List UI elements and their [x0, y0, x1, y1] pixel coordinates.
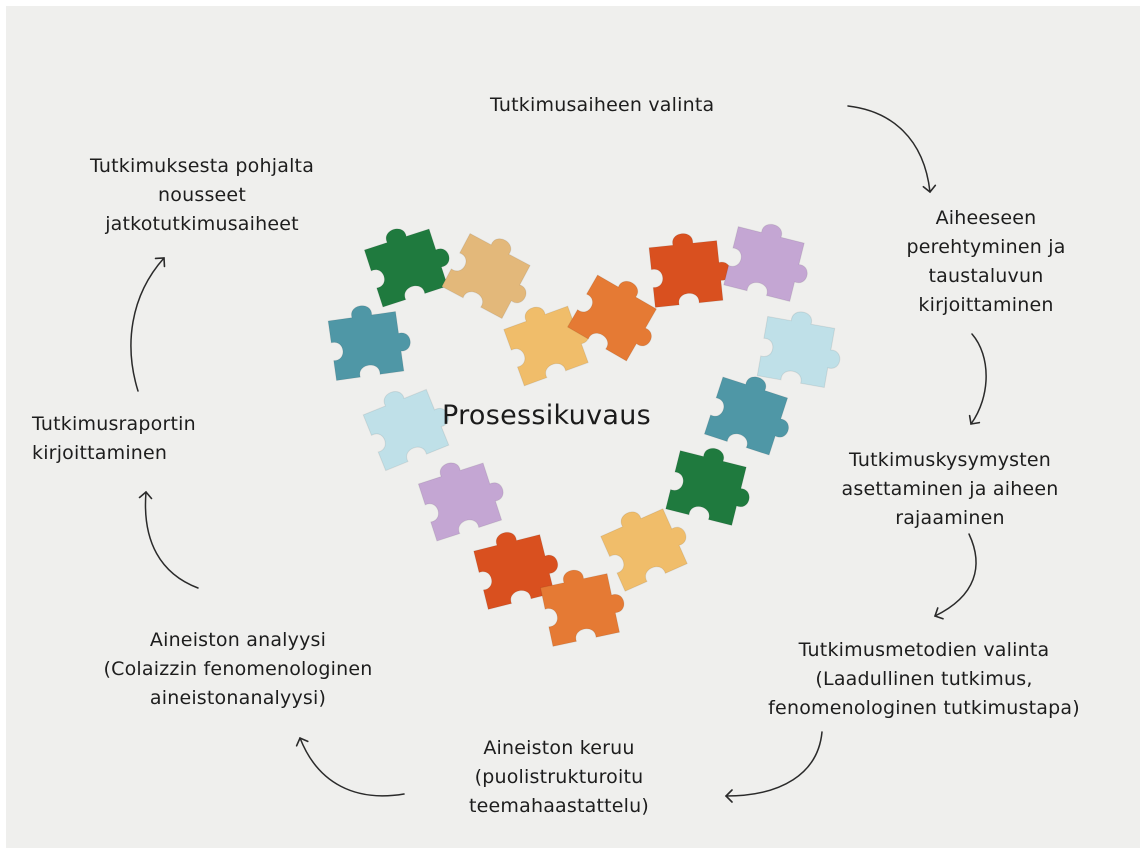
- step-line: asettaminen ja aiheen: [841, 478, 1059, 500]
- arrow-methods-to-collection: [724, 731, 823, 803]
- step-line: Tutkimusraportin: [32, 413, 196, 435]
- step-further-research: Tutkimuksesta pohjalta nousseet jatkotut…: [52, 152, 352, 239]
- step-line: Aiheeseen: [935, 207, 1037, 229]
- puzzle-piece: [441, 232, 531, 320]
- puzzle-piece: [417, 462, 504, 542]
- step-report-writing: Tutkimusraportin kirjoittaminen: [32, 410, 196, 468]
- step-line: Tutkimuksesta pohjalta: [89, 155, 315, 177]
- puzzle-piece: [600, 508, 688, 592]
- diagram-canvas: Prosessikuvaus Tutkimusaiheen valinta Ai…: [6, 6, 1140, 848]
- step-background-writing: Aiheeseen perehtyminen ja taustaluvun ki…: [888, 204, 1084, 320]
- puzzle-piece: [703, 376, 790, 456]
- step-line: Aineiston analyysi: [149, 629, 327, 651]
- step-line: (Laadullinen tutkimus,: [815, 668, 1033, 690]
- step-line: Aineiston keruu: [483, 737, 635, 759]
- arrow-collection-to-analysis: [295, 736, 405, 797]
- puzzle-piece: [363, 228, 450, 308]
- step-line: nousseet: [158, 184, 246, 206]
- step-data-analysis: Aineiston analyysi (Colaizzin fenomenolo…: [68, 626, 408, 713]
- arrow-analysis-to-report: [138, 490, 199, 589]
- step-line: jatkotutkimusaiheet: [105, 213, 299, 235]
- step-line: Tutkimusaiheen valinta: [490, 94, 715, 116]
- arrow-report-to-further: [130, 257, 166, 392]
- step-methods-selection: Tutkimusmetodien valinta (Laadullinen tu…: [722, 636, 1126, 723]
- step-line: kirjoittaminen: [32, 442, 168, 464]
- puzzle-piece: [566, 274, 658, 362]
- step-line: rajaaminen: [895, 507, 1005, 529]
- step-line: kirjoittaminen: [918, 294, 1054, 316]
- puzzle-piece: [665, 447, 750, 526]
- step-line: fenomenologinen tutkimustapa): [768, 697, 1080, 719]
- step-topic-selection: Tutkimusaiheen valinta: [490, 91, 714, 120]
- step-line: Tutkimuskysymysten: [848, 449, 1052, 471]
- puzzle-piece: [648, 233, 731, 308]
- arrow-topic-to-background: [847, 105, 937, 194]
- step-line: perehtyminen ja: [906, 236, 1066, 258]
- step-line: aineistonanalyysi): [149, 687, 327, 709]
- center-title: Prosessikuvaus: [442, 400, 651, 431]
- arrow-background-to-questions: [968, 333, 987, 425]
- step-line: (Colaizzin fenomenologinen: [103, 658, 373, 680]
- illustration-layer: [130, 105, 987, 803]
- step-line: Tutkimusmetodien valinta: [798, 639, 1050, 661]
- arrow-questions-to-methods: [933, 533, 977, 620]
- puzzle-piece: [756, 311, 841, 389]
- step-research-questions: Tutkimuskysymysten asettaminen ja aiheen…: [816, 446, 1084, 533]
- step-line: taustaluvun: [928, 265, 1044, 287]
- puzzle-piece: [539, 569, 625, 648]
- puzzle-piece: [723, 223, 808, 302]
- puzzle-piece: [362, 388, 450, 472]
- step-data-collection: Aineiston keruu (puolistrukturoitu teema…: [424, 734, 694, 821]
- step-line: (puolistrukturoitu: [474, 766, 644, 788]
- puzzle-heart: [327, 223, 841, 648]
- step-line: teemahaastattelu): [468, 795, 650, 817]
- puzzle-piece: [327, 305, 411, 382]
- puzzle-piece: [503, 305, 590, 387]
- cycle-arrows: [130, 105, 987, 803]
